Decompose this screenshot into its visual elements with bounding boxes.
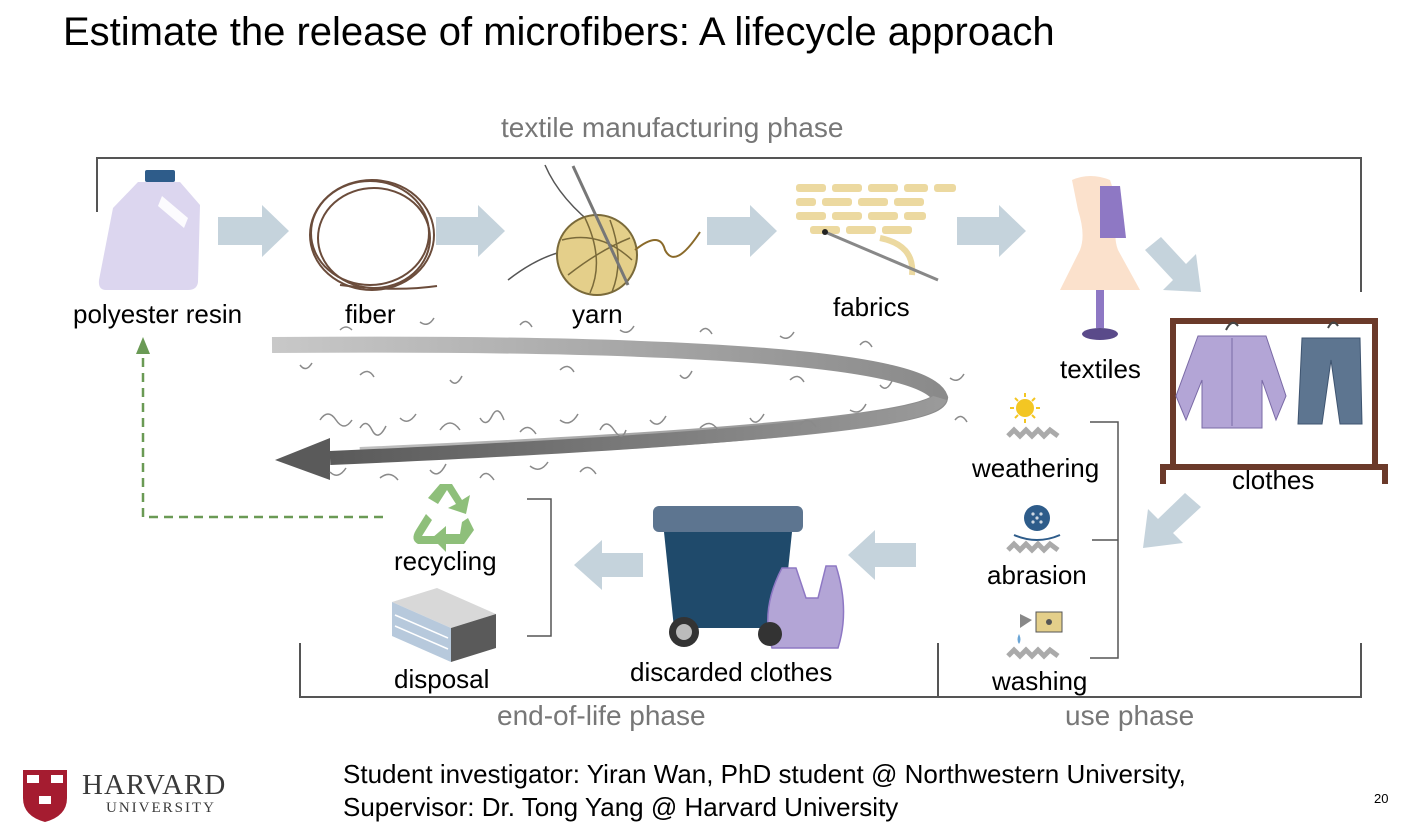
arrow-clothes-use — [1143, 493, 1201, 548]
use-phase-bracket — [938, 643, 1362, 698]
label-clothes: clothes — [1232, 465, 1315, 495]
page-number: 20 — [1374, 791, 1389, 806]
manufacturing-bracket — [96, 157, 1362, 292]
arrow-resin-fiber — [218, 205, 289, 257]
recycle-icon — [413, 484, 474, 552]
arrow-fabrics-textiles — [957, 205, 1026, 257]
fabric-needle-icon — [796, 184, 956, 282]
label-abrasion: abrasion — [987, 560, 1087, 590]
arrow-use-discard — [848, 530, 916, 580]
flow-arrows — [218, 205, 1201, 590]
plastic-bag-icon — [758, 565, 845, 649]
arrow-textiles-clothes — [1145, 237, 1201, 292]
label-washing: washing — [992, 666, 1088, 696]
yarn-ball-icon — [507, 164, 701, 296]
phase-end-of-life: end-of-life phase — [497, 700, 706, 731]
label-weathering: weathering — [972, 453, 1100, 483]
abrasion-icon — [1006, 505, 1061, 554]
dress-form-icon — [1060, 176, 1140, 340]
use-side-bracket — [1090, 421, 1119, 659]
phase-use: use phase — [1065, 700, 1195, 731]
landfill-icon — [392, 588, 496, 662]
label-textiles: textiles — [1060, 354, 1141, 384]
harvard-logo-name: HARVARD — [82, 769, 227, 801]
clothes-rack-icon — [1160, 318, 1388, 484]
end-of-life-bracket — [299, 643, 939, 698]
arrow-yarn-fabrics — [707, 205, 777, 257]
label-fabrics: fabrics — [833, 292, 910, 322]
label-discarded-clothes: discarded clothes — [630, 657, 833, 687]
credit-investigator: Student investigator: Yiran Wan, PhD stu… — [343, 759, 1186, 789]
phase-manufacturing: textile manufacturing phase — [501, 112, 844, 143]
eol-side-bracket — [527, 498, 552, 637]
harvard-shield-icon — [23, 770, 67, 822]
trash-bin-icon — [653, 506, 803, 647]
credit-supervisor: Supervisor: Dr. Tong Yang @ Harvard Univ… — [343, 792, 899, 822]
bottle-icon — [98, 170, 200, 290]
label-yarn: yarn — [572, 299, 623, 329]
recycle-loop-arrow — [136, 337, 383, 519]
harvard-logo-sub: UNIVERSITY — [106, 800, 216, 816]
label-fiber: fiber — [345, 299, 396, 329]
arrow-discard-eol — [574, 540, 643, 590]
microfiber-swirl-arrow — [271, 317, 968, 481]
sun-icon — [1006, 393, 1060, 440]
label-recycling: recycling — [394, 546, 497, 576]
washing-icon — [1006, 611, 1063, 660]
label-disposal: disposal — [394, 664, 490, 694]
slide-title: Estimate the release of microfibers: A l… — [63, 10, 1055, 54]
label-polyester-resin: polyester resin — [73, 299, 243, 329]
arrow-fiber-yarn — [436, 205, 505, 257]
fiber-coil-icon — [309, 179, 438, 291]
